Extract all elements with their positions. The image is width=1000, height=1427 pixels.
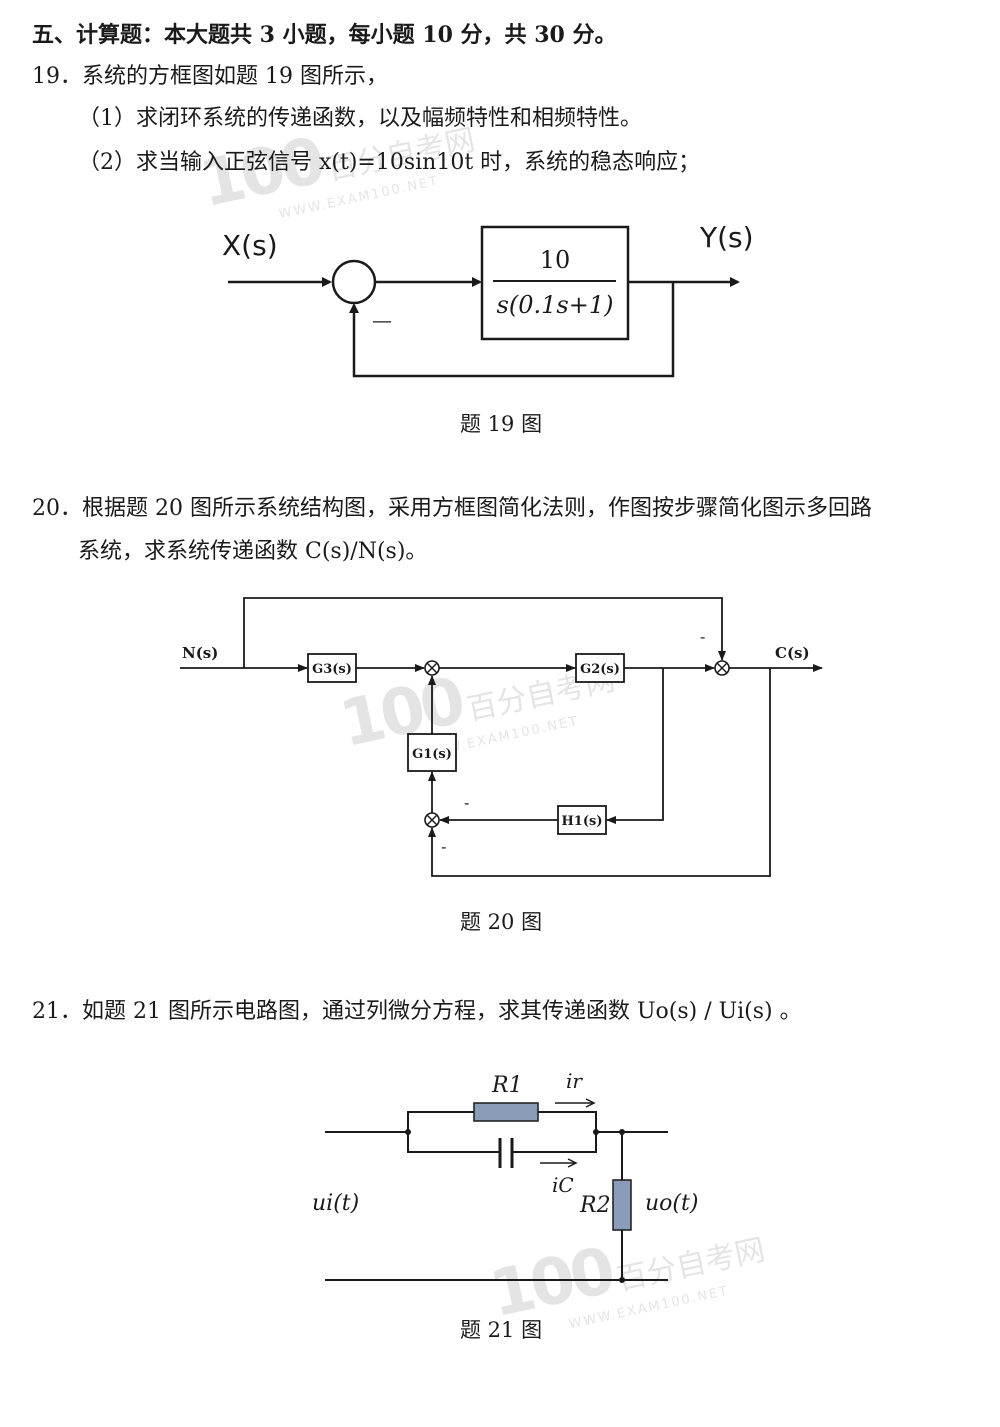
fig20-minus-sign-top: - <box>700 627 705 646</box>
fig19-transfer-block <box>480 225 630 341</box>
figure-21-circuit: R1 ir iC R2 ui(t) uo(t) <box>312 1069 698 1283</box>
figure-20-block-diagram: N(s) C(s) G3(s) G2(s) - H1(s) - G1(s) - <box>180 597 823 877</box>
fig20-input-label: N(s) <box>182 644 218 662</box>
fig21-r2-resistor <box>612 1179 632 1231</box>
fig20-g3-label: G3(s) <box>312 662 352 677</box>
fig20-g3-block <box>307 653 357 683</box>
fig20-minus-sign-outer: - <box>441 837 446 856</box>
fig21-ir-label: ir <box>566 1069 583 1093</box>
fig21-ic-label: iC <box>552 1173 574 1197</box>
fig19-tf-numerator: 10 <box>540 246 571 274</box>
fig21-uo-label: uo(t) <box>645 1191 698 1216</box>
fig20-output-label: C(s) <box>775 644 810 662</box>
section-heading: 五、计算题：本大题共 3 小题，每小题 10 分，共 30 分。 <box>32 22 617 48</box>
q19-part2: （2）求当输入正弦信号 x(t)=10sin10t 时，系统的稳态响应； <box>78 150 701 175</box>
fig20-summing-junction-1 <box>424 660 440 676</box>
figure-19-block-diagram: X(s) Y(s) 10 s(0.1s+1) — <box>222 221 754 378</box>
fig19-input-label: X(s) <box>222 229 278 262</box>
fig20-g2-label: G2(s) <box>580 662 620 677</box>
fig19-tf-denominator: s(0.1s+1) <box>497 291 614 319</box>
q21-stem: 21．如题 21 图所示电路图，通过列微分方程，求其传递函数 Uo(s) / U… <box>32 999 802 1024</box>
fig21-c-branch <box>407 1132 500 1153</box>
fig21-r1-resistor <box>473 1102 539 1122</box>
fig19-caption: 题 19 图 <box>460 412 543 436</box>
fig20-g1-label: G1(s) <box>412 747 452 762</box>
q19-part1: （1）求闭环系统的传递函数，以及幅频特性和相频特性。 <box>78 106 642 131</box>
fig21-ir-arrowhead <box>585 1098 596 1108</box>
fig20-outer-feedback-path <box>428 668 771 877</box>
fig20-summing-junction-2 <box>424 812 440 828</box>
fig20-minus-sign-h1: - <box>464 793 469 812</box>
fig21-c-branch-right <box>512 1132 597 1153</box>
q19-stem: 19．系统的方框图如题 19 图所示， <box>32 64 388 89</box>
fig21-caption: 题 21 图 <box>460 1318 543 1342</box>
fig20-h1-block <box>557 805 607 835</box>
fig19-summing-junction <box>331 259 377 305</box>
fig20-feedforward-path <box>243 597 726 668</box>
fig20-summing-junction-3 <box>714 660 730 676</box>
fig21-node-bottom <box>619 1277 625 1283</box>
q20-line2: 系统，求系统传递函数 C(s)/N(s)。 <box>78 539 428 564</box>
fig20-h1-input-path <box>606 668 664 824</box>
fig21-r1-label: R1 <box>491 1073 523 1098</box>
fig21-r2-label: R2 <box>579 1193 611 1218</box>
fig20-caption: 题 20 图 <box>460 910 543 934</box>
fig21-ui-label: ui(t) <box>312 1191 359 1216</box>
fig20-h1-label: H1(s) <box>562 814 603 829</box>
fig19-feedback-path <box>349 282 675 378</box>
fig19-feedback-sign: — <box>372 308 392 332</box>
fig21-ic-arrowhead <box>567 1158 578 1168</box>
q20-line1: 20．根据题 20 图所示系统结构图，采用方框图简化法则，作图按步骤简化图示多回… <box>32 496 872 521</box>
fig19-output-label: Y(s) <box>699 221 754 254</box>
